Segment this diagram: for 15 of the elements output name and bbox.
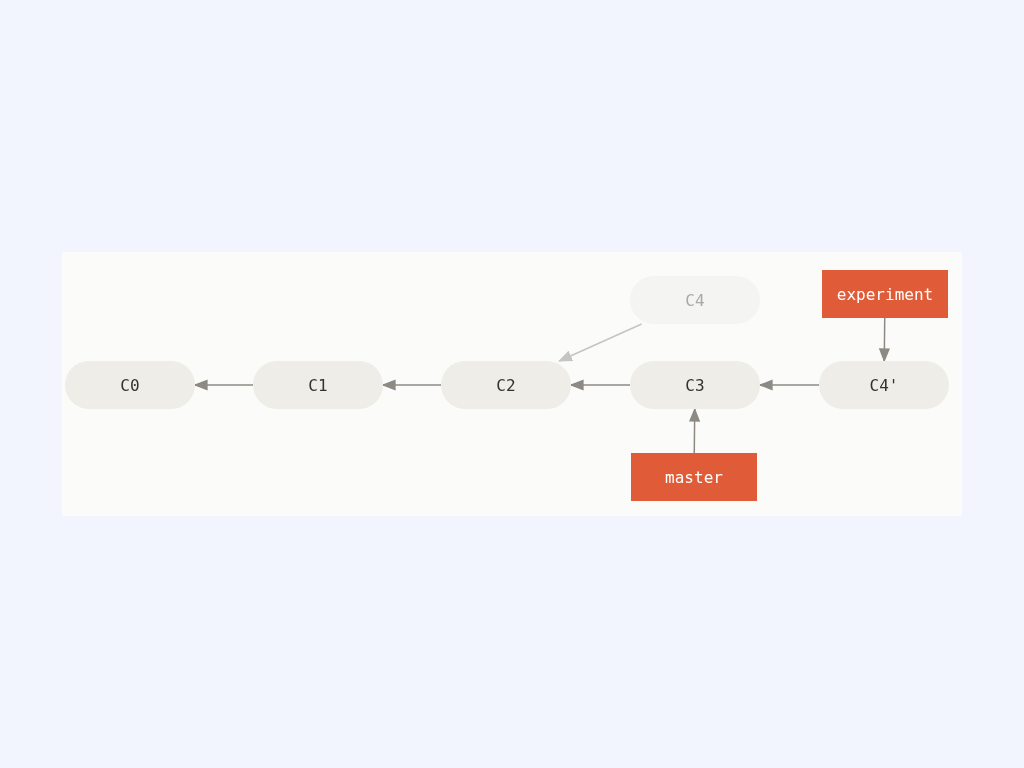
commit-pill: C4' (819, 361, 949, 409)
branch-label: experiment (822, 270, 948, 318)
arrow (878, 317, 890, 363)
arrow (689, 407, 701, 454)
arrow (381, 379, 442, 391)
arrow (558, 323, 643, 362)
arrow (569, 379, 631, 391)
commit-pill: C3 (630, 361, 760, 409)
arrow (193, 379, 254, 391)
branch-label: master (631, 453, 757, 501)
arrow (758, 379, 820, 391)
commit-pill: C4 (630, 276, 760, 324)
commit-pill: C1 (253, 361, 383, 409)
commit-pill: C0 (65, 361, 195, 409)
commit-pill: C2 (441, 361, 571, 409)
